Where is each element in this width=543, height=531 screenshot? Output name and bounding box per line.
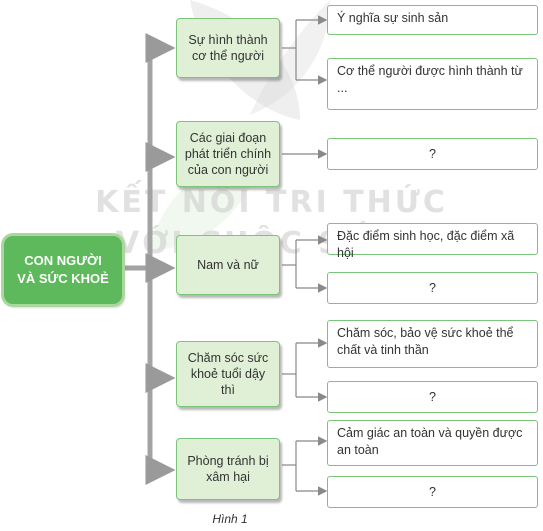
watermark-line-1: KẾT NỐI TRI THỨC: [95, 185, 448, 220]
root-node: CON NGƯỜI VÀ SỨC KHOẺ: [4, 236, 122, 304]
branch-label: Phòng tránh bị xâm hại: [187, 454, 269, 484]
leaf-node: Cơ thể người được hình thành từ ...: [327, 58, 538, 110]
branch-label: Chăm sóc sức khoẻ tuổi dậy thì: [187, 351, 269, 397]
leaf-node-question: ?: [327, 272, 538, 304]
leaf-node: Cảm giác an toàn và quyền được an toàn: [327, 420, 538, 466]
branch-label: Sự hình thành cơ thể người: [188, 33, 268, 63]
root-label-line-1: CON NGƯỜI: [24, 253, 102, 268]
leaf-text: ?: [429, 484, 436, 499]
leaf-text: Ý nghĩa sự sinh sản: [337, 11, 449, 25]
leaf-node-question: ?: [327, 381, 538, 413]
leaf-text: ?: [429, 146, 436, 161]
leaf-text: Đặc điểm sinh học, đặc điểm xã hội: [337, 229, 515, 260]
leaf-text: ?: [429, 280, 436, 295]
leaf-text: Cơ thể người được hình thành từ ...: [337, 64, 523, 95]
leaf-node-question: ?: [327, 476, 538, 508]
leaf-text: Cảm giác an toàn và quyền được an toàn: [337, 426, 523, 457]
branch-label: Các giai đoạn phát triển chính của con n…: [184, 131, 272, 177]
leaf-node: Ý nghĩa sự sinh sản: [327, 5, 538, 35]
leaf-node: Đặc điểm sinh học, đặc điểm xã hội: [327, 223, 538, 260]
figure-caption: Hình 1: [212, 512, 248, 526]
leaf-node-question: ?: [327, 138, 538, 170]
branch-node-abuse-prevention: Phòng tránh bị xâm hại: [176, 438, 280, 500]
root-label-line-2: VÀ SỨC KHOẺ: [17, 271, 109, 286]
branch-node-male-female: Nam và nữ: [176, 235, 280, 295]
leaf-node: Chăm sóc, bảo vệ sức khoẻ thể chất và ti…: [327, 320, 538, 368]
branch-node-development-stages: Các giai đoạn phát triển chính của con n…: [176, 121, 280, 187]
branch-node-body-formation: Sự hình thành cơ thể người: [176, 18, 280, 78]
leaf-text: ?: [429, 389, 436, 404]
leaf-text: Chăm sóc, bảo vệ sức khoẻ thể chất và ti…: [337, 326, 514, 357]
branch-node-puberty-care: Chăm sóc sức khoẻ tuổi dậy thì: [176, 341, 280, 407]
branch-label: Nam và nữ: [197, 258, 259, 272]
